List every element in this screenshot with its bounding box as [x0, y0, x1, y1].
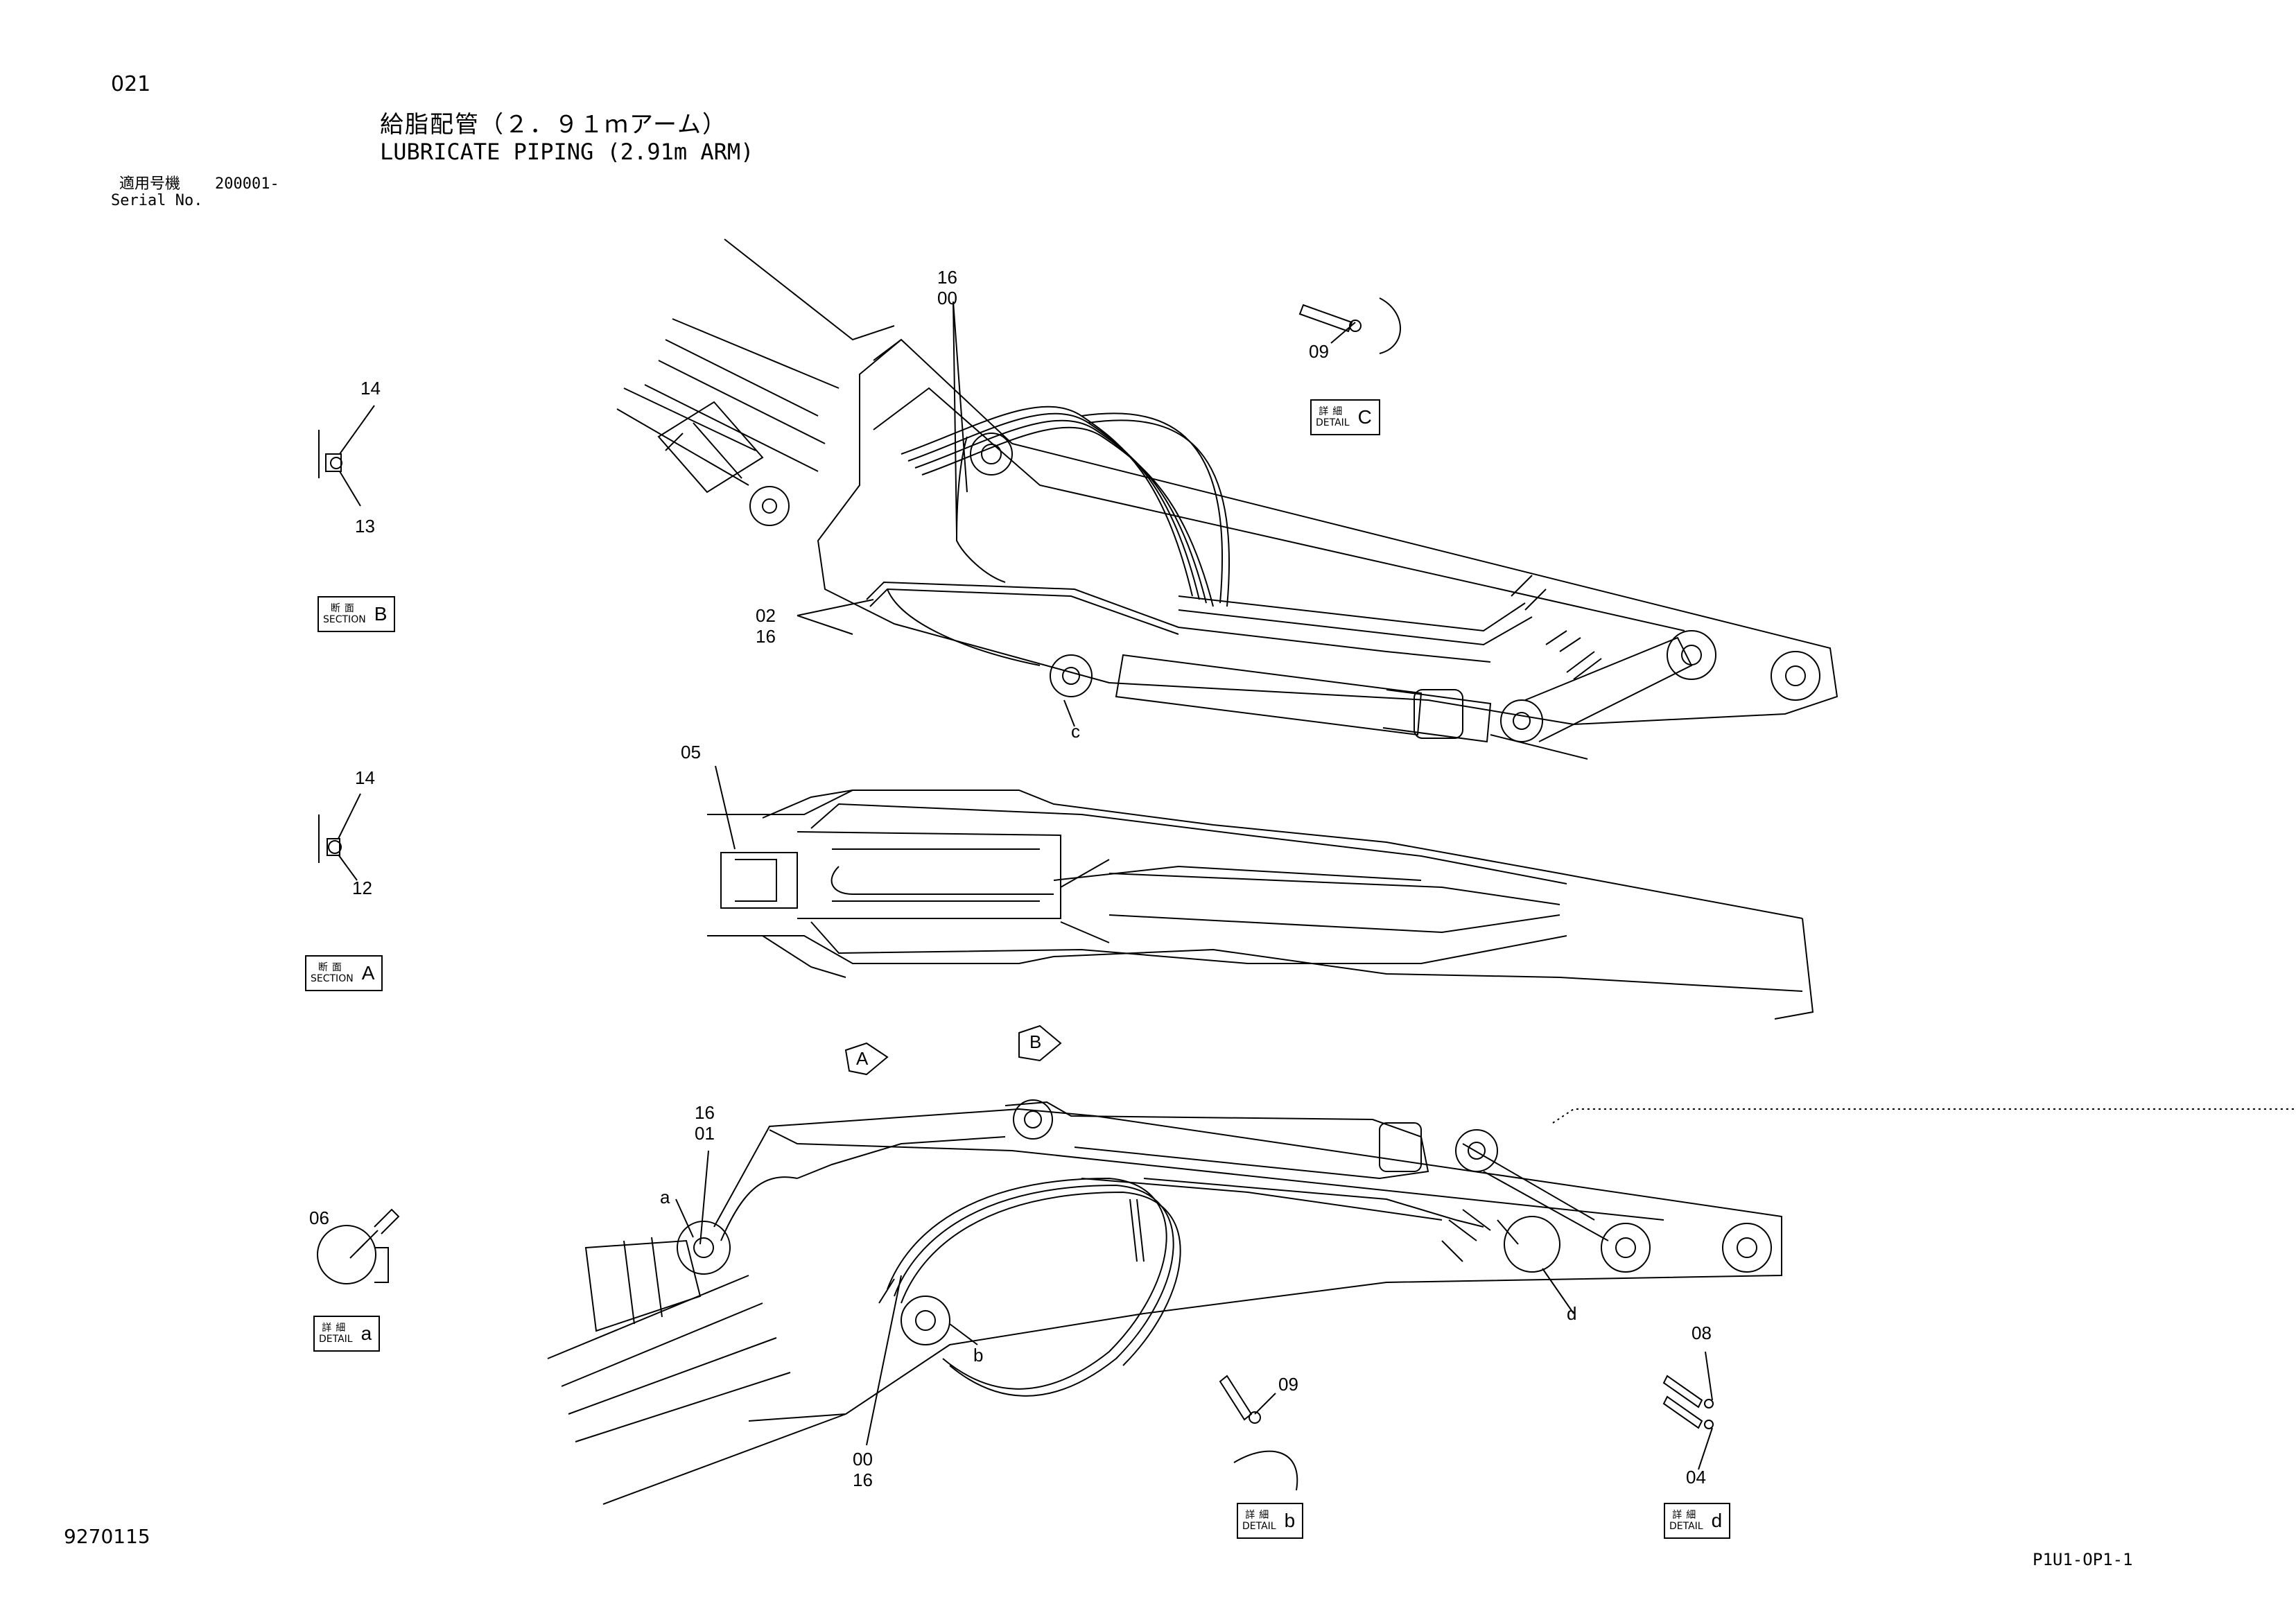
title-english: LUBRICATE PIPING (2.91m ARM) — [380, 139, 754, 165]
section-a-tag-letter: A — [361, 962, 375, 984]
detail-a-tag-en: DETAIL — [319, 1334, 353, 1345]
title-japanese: 給脂配管（２．９１ｍアーム） — [380, 111, 727, 139]
section-b-tag-ja: 断面 — [330, 603, 358, 614]
page-number: 021 — [111, 72, 151, 96]
detail-c-tag-ja: 詳細 — [1319, 406, 1347, 417]
detail-a-tag-ja: 詳細 — [322, 1323, 350, 1334]
section-a-tag-ja: 断面 — [318, 962, 346, 973]
callout-detail-c-part: 09 — [1309, 341, 1329, 362]
reference-code: P1U1-OP1-1 — [2033, 1550, 2133, 1569]
callout-section-b-top: 14 — [360, 378, 381, 399]
section-a-drawing — [318, 793, 361, 881]
section-a-tag-en: SECTION — [311, 973, 354, 984]
detail-a-tag-letter: a — [360, 1323, 372, 1344]
detail-c-tag-en: DETAIL — [1316, 417, 1350, 428]
detail-d-tag-letter: d — [1711, 1510, 1723, 1531]
callout-parts-16-01: 16 01 — [695, 1102, 715, 1144]
document-number: 9270115 — [64, 1525, 150, 1548]
serial-label-ja: 適用号機 — [119, 175, 181, 193]
detail-b-drawing — [1219, 1375, 1298, 1491]
middle-arm-plan — [707, 765, 1814, 1020]
callout-detail-d-top: 08 — [1691, 1323, 1712, 1343]
section-b-tag-en: SECTION — [323, 614, 366, 625]
bottom-arm-assembly — [547, 1099, 2296, 1505]
callout-d: d — [1567, 1303, 1577, 1324]
detail-d-tag-ja: 詳細 — [1672, 1510, 1701, 1521]
callout-detail-b-part: 09 — [1278, 1374, 1298, 1395]
callout-parts-00-16-bottom: 00 16 — [853, 1449, 873, 1490]
arrow-a-label: A — [856, 1048, 869, 1069]
section-b-drawing — [318, 405, 375, 507]
callout-section-a-bottom: 12 — [352, 878, 372, 898]
callout-section-b-bottom: 13 — [355, 516, 375, 537]
callout-part-05: 05 — [681, 742, 701, 762]
section-arrows — [844, 1024, 1062, 1076]
detail-c-drawing — [1298, 297, 1401, 354]
callout-parts-16-00-top: 16 00 — [937, 267, 957, 308]
callout-detail-a-part: 06 — [309, 1207, 329, 1228]
detail-c-tag-letter: C — [1357, 406, 1372, 428]
detail-b-tag-ja: 詳細 — [1245, 1510, 1273, 1521]
detail-b-tag-letter: b — [1284, 1510, 1296, 1531]
callout-detail-d-bottom: 04 — [1686, 1467, 1706, 1488]
serial-value: 200001- — [215, 175, 279, 193]
callout-b: b — [973, 1345, 984, 1366]
detail-b-tag-en: DETAIL — [1242, 1521, 1276, 1532]
serial-label-en: Serial No. — [111, 192, 203, 209]
detail-d-tag-en: DETAIL — [1669, 1521, 1703, 1532]
detail-a-drawing — [317, 1208, 400, 1284]
detail-d-drawing — [1662, 1351, 1714, 1470]
arrow-b-label: B — [1029, 1031, 1042, 1052]
section-b-tag-letter: B — [374, 603, 388, 625]
callout-section-a-top: 14 — [355, 767, 375, 788]
callout-parts-02-16: 02 16 — [756, 605, 776, 647]
callout-a: a — [660, 1187, 670, 1207]
top-arm-assembly — [616, 238, 1838, 760]
callout-c: c — [1071, 721, 1080, 742]
